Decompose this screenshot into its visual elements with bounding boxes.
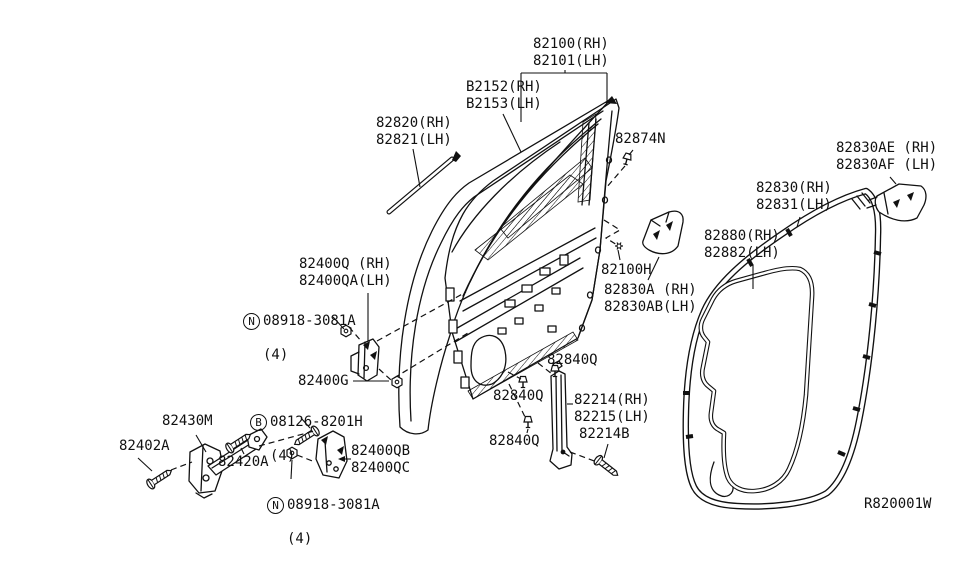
label-82430m: 82430M bbox=[162, 413, 213, 429]
clip-82874n bbox=[621, 151, 633, 167]
label-82402a: 82402A bbox=[119, 438, 170, 454]
label-82840q-bot: 82840Q bbox=[489, 433, 540, 449]
bracket-82400qb bbox=[315, 430, 348, 479]
label-82420a: 82420A bbox=[218, 454, 269, 470]
corner-pad-82830a bbox=[642, 210, 684, 255]
door-shell-assembly bbox=[398, 96, 620, 435]
bracket-82400q bbox=[350, 338, 380, 382]
label-b2152: B2152(RH) B2153(LH) bbox=[466, 79, 542, 112]
label-82400g: 82400G bbox=[298, 373, 349, 389]
grommet-82400g bbox=[391, 375, 403, 389]
screw-82100h bbox=[614, 241, 624, 251]
screw-82402a bbox=[144, 465, 175, 491]
circled-n-icon: N bbox=[243, 313, 260, 330]
circled-n-icon: N bbox=[267, 497, 284, 514]
label-82830a: 82830A (RH) 82830AB(LH) bbox=[604, 282, 697, 315]
dashed-lines bbox=[170, 165, 626, 471]
circled-b-icon: B bbox=[250, 414, 267, 431]
label-82100: 82100(RH) 82101(LH) bbox=[533, 36, 609, 69]
label-82880: 82880(RH) 82882(LH) bbox=[704, 228, 780, 261]
diagram-code: R820001W bbox=[864, 496, 932, 512]
label-82840q-top: 82840Q bbox=[547, 352, 598, 368]
leader-lines bbox=[137, 70, 897, 480]
corner-seal-82830ae bbox=[866, 183, 927, 222]
clip-82840q-bot bbox=[523, 415, 533, 429]
label-82214: 82214(RH) 82215(LH) bbox=[574, 392, 650, 425]
label-82100h: 82100H bbox=[601, 262, 652, 278]
weatherstrip-82830 bbox=[682, 187, 882, 510]
label-82874n: 82874N bbox=[615, 131, 666, 147]
label-82830ae: 82830AE (RH) 82830AF (LH) bbox=[836, 140, 938, 173]
label-82830: 82830(RH) 82831(LH) bbox=[756, 180, 832, 213]
label-82400qb: 82400QB 82400QC bbox=[351, 443, 411, 476]
seal-82880 bbox=[698, 265, 815, 494]
label-82214b: 82214B bbox=[579, 426, 630, 442]
screw-82214b bbox=[591, 453, 622, 481]
label-82840q-mid: 82840Q bbox=[493, 388, 544, 404]
molding-strip-82820 bbox=[386, 151, 461, 215]
label-82400q: 82400Q (RH) 82400QA(LH) bbox=[299, 256, 392, 289]
check-link-82430m bbox=[188, 428, 268, 499]
label-82820: 82820(RH) 82821(LH) bbox=[376, 115, 452, 148]
pillar-82214 bbox=[549, 360, 573, 470]
